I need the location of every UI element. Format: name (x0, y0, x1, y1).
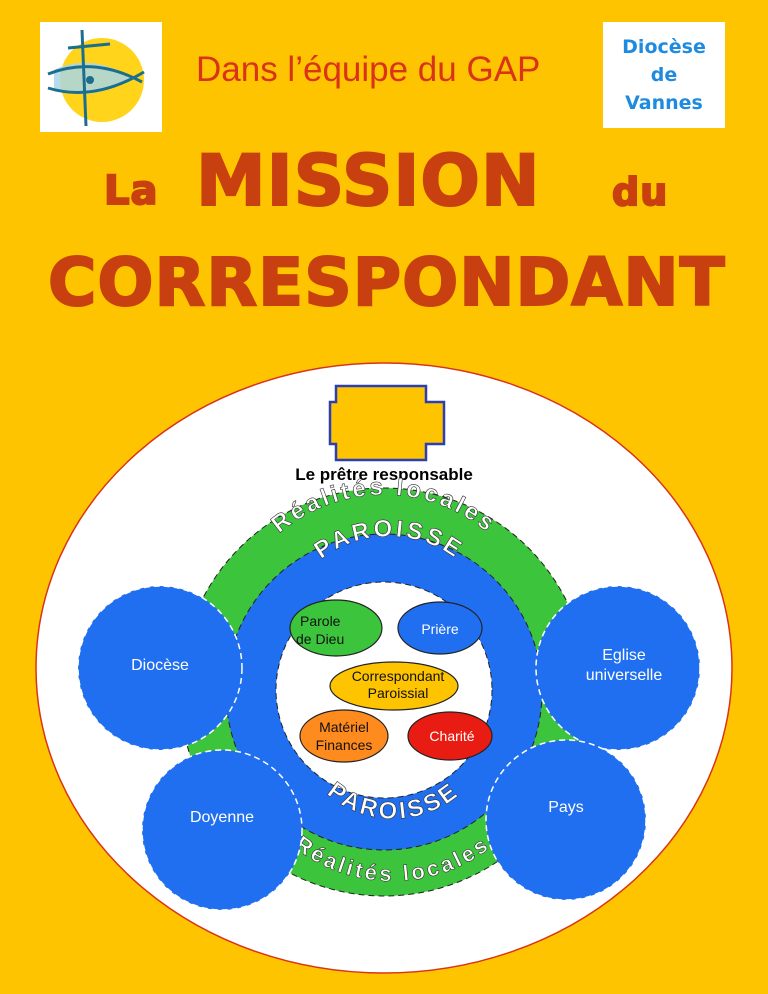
title-word-mission: MISSION (195, 139, 541, 223)
priest-label: Le prêtre responsable (295, 465, 473, 484)
charite-label: Charité (429, 728, 474, 744)
title-word-la: La (103, 167, 159, 215)
parole-label-line2: de Dieu (296, 631, 344, 647)
eglise-universelle-node (535, 585, 701, 751)
priere-node (397, 601, 483, 655)
eglise-label-line2: universelle (586, 667, 663, 684)
materiel-finances-node (299, 709, 389, 763)
doyenne-label: Doyenne (190, 809, 254, 826)
parole-de-dieu-node (289, 599, 383, 657)
pays-label: Pays (548, 799, 584, 816)
diocese-label: Diocèse (131, 657, 189, 674)
correspondant-label-line2: Paroissial (368, 685, 429, 701)
correspondant-label-line1: Correspondant (352, 668, 445, 684)
correspondant-paroissial-node (329, 661, 459, 711)
pays-node (485, 739, 647, 901)
diocese-badge-line3: Vannes (625, 92, 703, 114)
fish-cross-logo-icon (47, 29, 145, 127)
eglise-label-line1: Eglise (602, 647, 646, 664)
priere-label: Prière (421, 621, 459, 637)
gap-logo (40, 22, 162, 132)
parole-label-line1: Parole (300, 613, 341, 629)
doyenne-node (141, 749, 303, 911)
title-word-du: du (611, 169, 669, 215)
diocese-badge-line1: Diocèse (622, 36, 706, 58)
header-title: Dans l’équipe du GAP (196, 50, 541, 89)
diocese-badge: Diocèse de Vannes (603, 22, 725, 128)
title-word-correspondant: CORRESPONDANT (47, 243, 726, 322)
charite-node (407, 711, 493, 761)
materiel-label-line1: Matériel (319, 719, 369, 735)
diocese-node (77, 585, 243, 751)
materiel-label-line2: Finances (316, 737, 373, 753)
cross-icon (328, 384, 446, 462)
diocese-badge-line2: de (650, 64, 678, 86)
